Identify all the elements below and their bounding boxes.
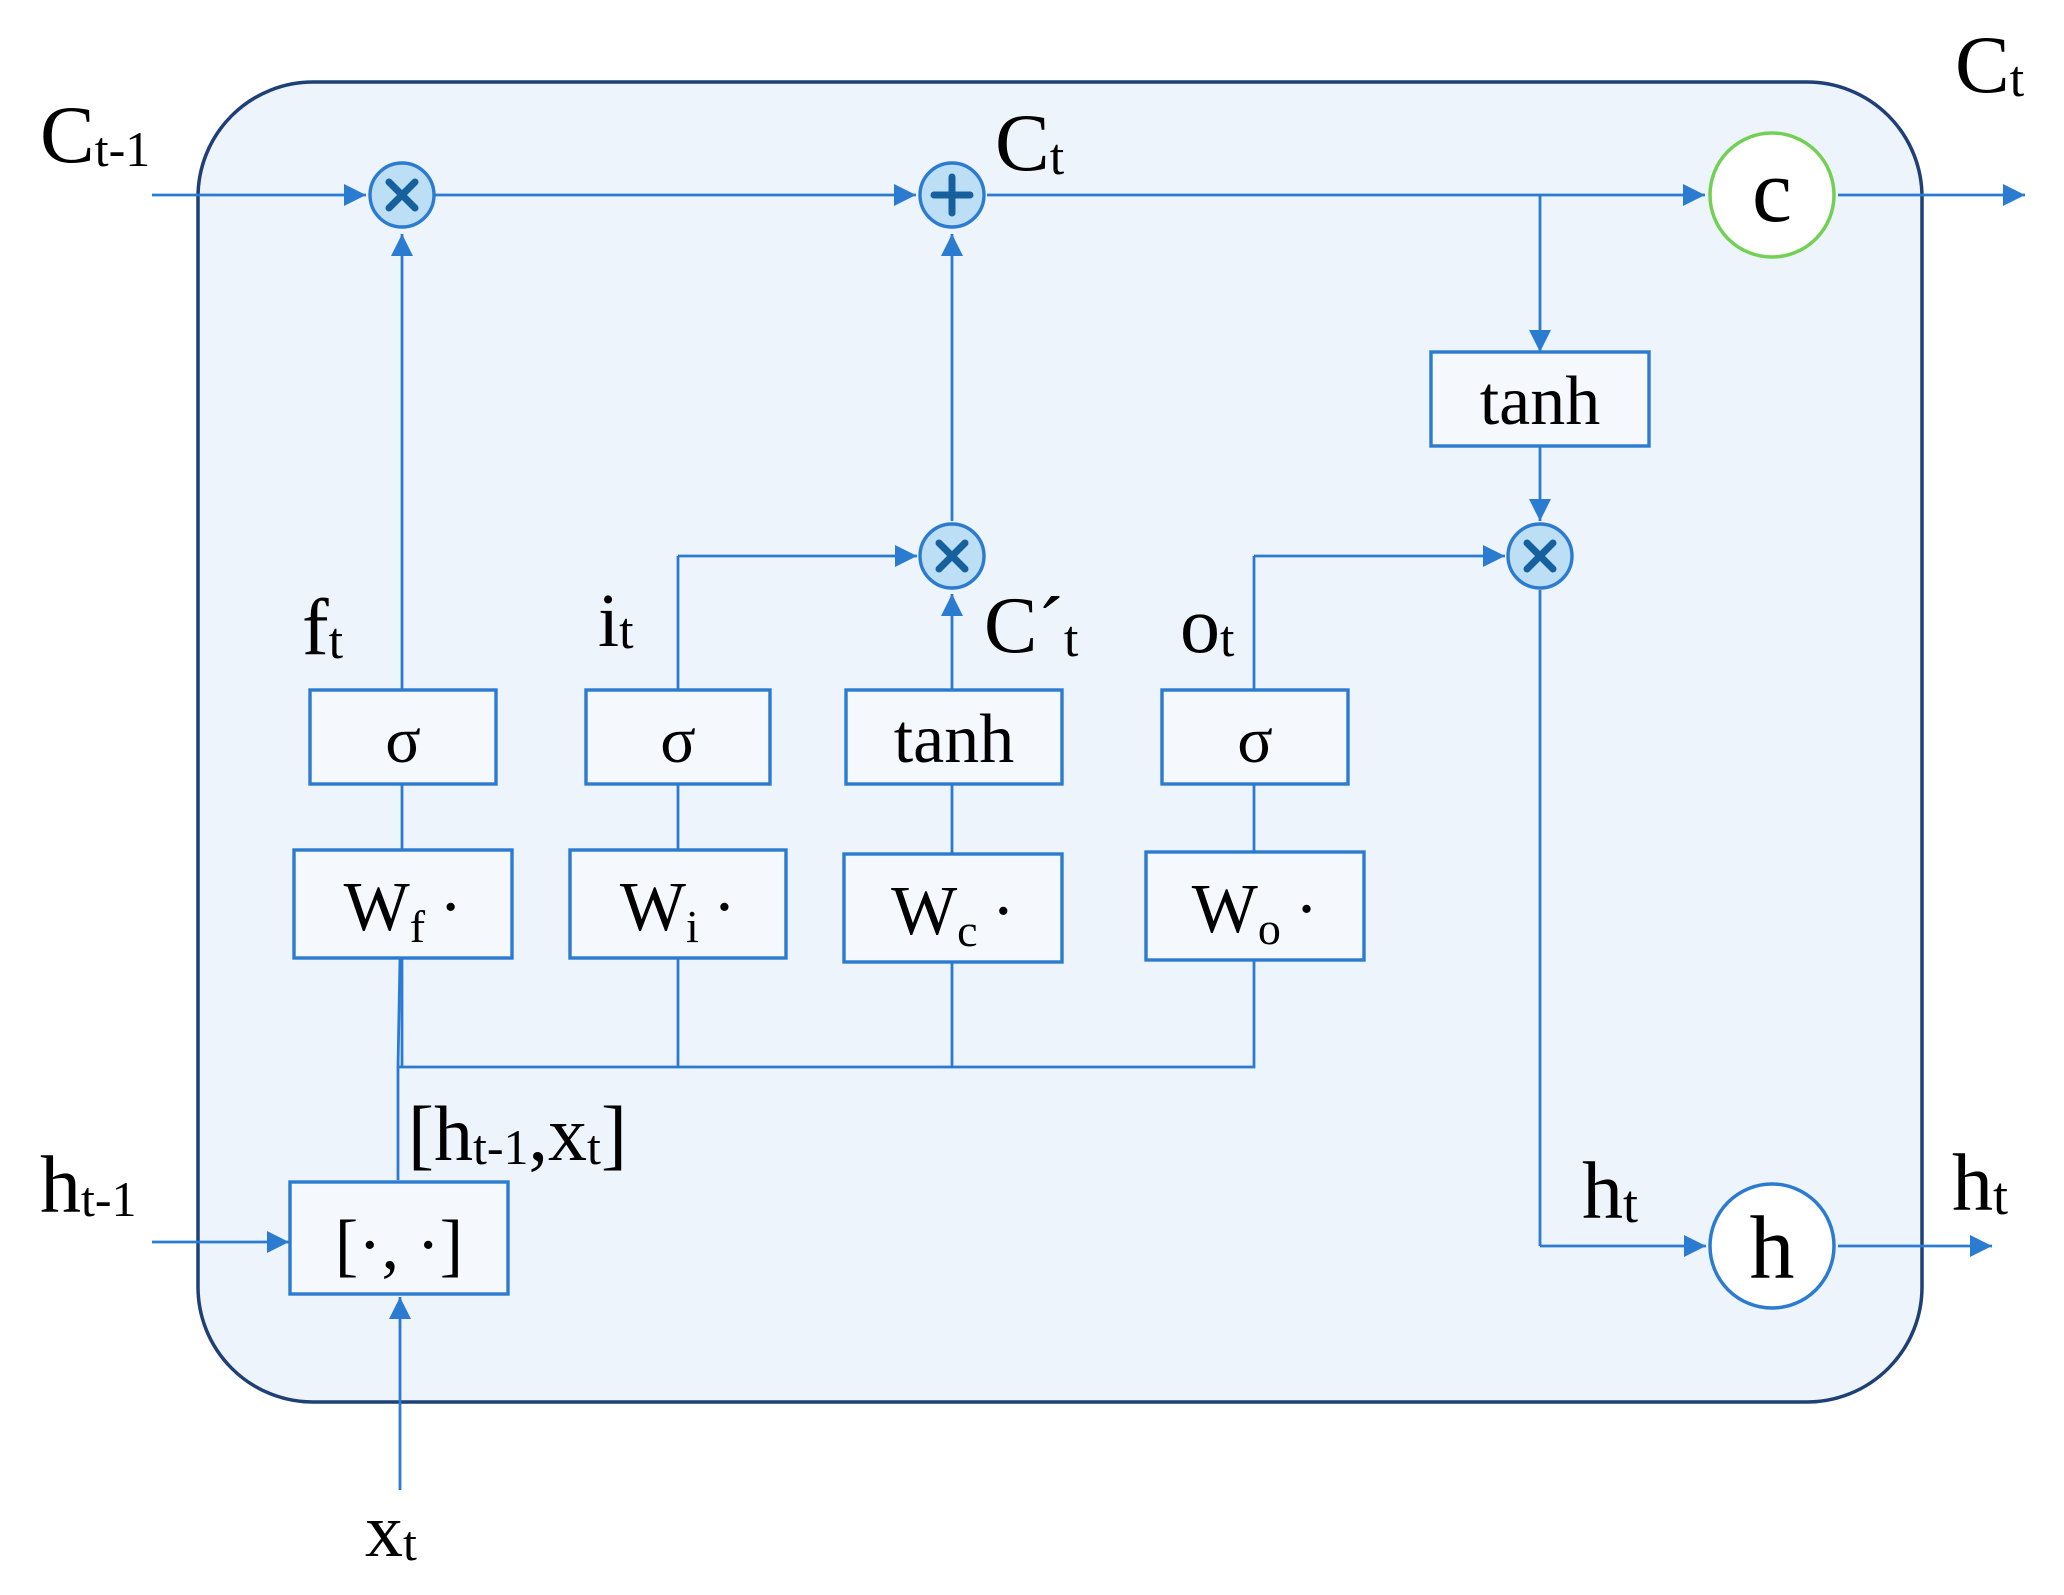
forget-multiply-op: [368, 161, 436, 229]
input-sigma-label: σ: [660, 704, 696, 777]
weight-c-label: Wc·: [891, 873, 1015, 956]
label-x-t: xt: [365, 1489, 417, 1573]
output-sigma-label: σ: [1237, 704, 1273, 777]
concat-op-label: [·, ·]: [335, 1207, 463, 1284]
forget-sigma-label: σ: [385, 704, 421, 777]
concat-box: [·, ·]: [288, 1180, 510, 1296]
cell-add-op: [918, 161, 986, 229]
label-c-candidate: C´t: [984, 582, 1079, 670]
output-sigma-box: σ: [1160, 688, 1350, 786]
circled-plus-icon: [930, 173, 974, 217]
circled-times-icon: [935, 539, 969, 573]
candidate-tanh-label: tanh: [894, 701, 1015, 778]
weight-i-label: Wi·: [620, 869, 736, 952]
label-c-t-mid: Ct: [995, 97, 1065, 188]
output-tanh-label: tanh: [1480, 363, 1601, 440]
input-sigma-box: σ: [584, 688, 772, 786]
label-o-t: ot: [1180, 582, 1235, 670]
candidate-tanh-box: tanh: [844, 688, 1064, 786]
weight-o-label: Wo·: [1192, 871, 1318, 954]
h-node-label: h: [1750, 1199, 1795, 1298]
forget-sigma-box: σ: [308, 688, 498, 786]
label-c-t-top: Ct: [1955, 19, 2025, 110]
label-f-t: ft: [302, 584, 344, 672]
c-node-label: c: [1752, 142, 1792, 241]
label-i-t: it: [598, 579, 634, 663]
weight-c-box: Wc·: [842, 852, 1064, 964]
input-multiply-op: [918, 522, 986, 590]
output-tanh-box: tanh: [1429, 350, 1651, 448]
weight-f-box: Wf·: [292, 848, 514, 960]
label-c-prev: Ct-1: [40, 89, 150, 180]
circled-times-icon: [385, 178, 419, 212]
output-multiply-op: [1506, 522, 1574, 590]
circled-times-icon: [1523, 539, 1557, 573]
weight-o-box: Wo·: [1144, 850, 1366, 962]
c-output-node: c: [1708, 131, 1836, 259]
label-h-prev: ht-1: [40, 1139, 137, 1230]
weight-i-box: Wi·: [568, 848, 788, 960]
h-output-node: h: [1708, 1182, 1836, 1310]
weight-f-label: Wf·: [344, 869, 463, 952]
label-h-t-out: ht: [1952, 1137, 2008, 1228]
label-concat-vector: [ht-1,xt]: [408, 1090, 627, 1177]
label-h-t-in: ht: [1582, 1145, 1638, 1236]
